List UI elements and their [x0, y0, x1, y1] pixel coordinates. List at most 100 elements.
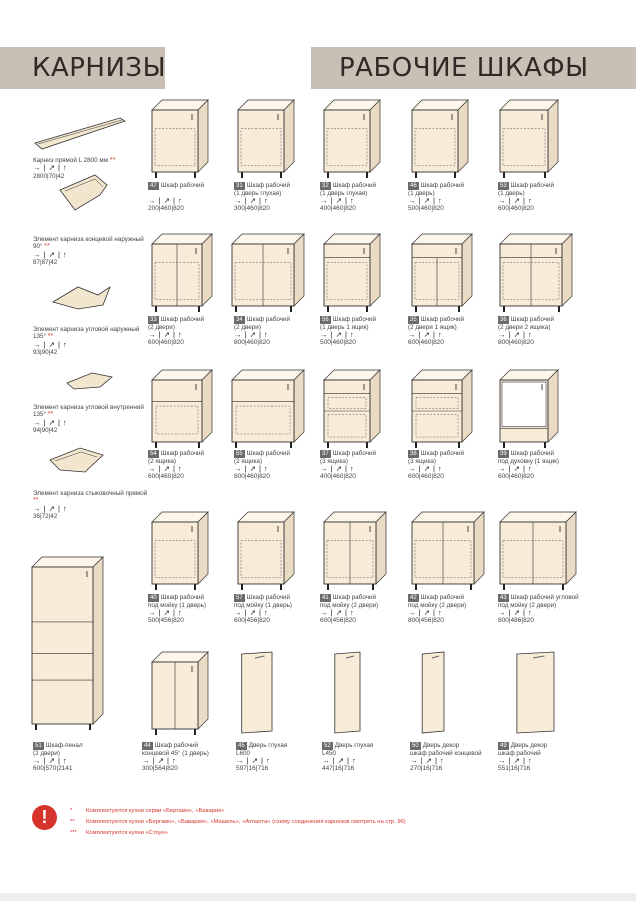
cabinet-dimensions: 800|486|820 — [498, 617, 534, 625]
cornice-caption-0: Карниз прямой L 2800 мм ** → | ↗ | ↑2800… — [33, 157, 116, 180]
cornice-outer-135-image — [51, 285, 111, 310]
footnote-2: ***Комплектуются кухни «Стоун» — [70, 830, 168, 836]
cabinet-subtitle: (2 двери) — [33, 750, 60, 757]
dimension-arrows: → | ↗ | ↑ — [498, 330, 533, 340]
cabinet-subtitle: (1 дверь) — [408, 190, 435, 197]
cabinet-subtitle: под мойку (1 дверь) — [234, 602, 292, 609]
cabinet-image — [410, 232, 474, 312]
cabinet-image — [322, 98, 382, 178]
cabinet-subtitle: под духовку (1 ящик) — [498, 458, 559, 465]
footnote-1: **Комплектуются кухни «Бергамо», «Бавари… — [70, 819, 406, 825]
dimension-arrows: → | ↗ | ↑ — [320, 196, 355, 206]
dimension-arrows: → | ↗ | ↑ — [498, 756, 533, 766]
cabinet-image — [236, 650, 274, 735]
cabinet-image — [230, 232, 306, 312]
cornice-end-outer-image — [59, 174, 108, 211]
cabinet-image — [410, 510, 486, 590]
cabinet-image — [230, 368, 306, 448]
cabinet-subtitle: (3 ящика) — [408, 458, 436, 465]
cabinet-number: 44 — [142, 742, 153, 750]
cabinet-number: 36 — [498, 316, 509, 324]
cabinet-subtitle: концевой 45° (1 дверь) — [142, 750, 209, 757]
cabinet-dimensions: 600|570|2141 — [33, 765, 73, 773]
cabinet-dimensions: 597|16|716 — [236, 765, 269, 773]
cabinet-dimensions: 600|460|820 — [498, 205, 534, 213]
cabinet-subtitle: (1 дверь глухая) — [234, 190, 282, 197]
cabinet-dimensions: 551|16|716 — [498, 765, 531, 773]
cabinet-subtitle: (2 ящика) — [148, 458, 176, 465]
cabinet-name: Дверь глухая — [334, 742, 374, 749]
cabinet-subtitle: (1 дверь глухая) — [320, 190, 368, 197]
cabinet-subtitle: (2 двери 1 ящик) — [408, 324, 457, 331]
cabinet-subtitle: под мойку (2 двери) — [408, 602, 467, 609]
cabinet-name: Шкаф рабочий — [420, 182, 465, 189]
cabinet-subtitle: шкаф рабочий — [498, 750, 541, 757]
cabinet-dimensions: 600|460|820 — [148, 473, 184, 481]
footnote-0: *Комплектуются кухни серии «Бергамо», «Б… — [70, 808, 225, 814]
cabinet-name: Шкаф рабочий — [160, 316, 205, 323]
cabinet-subtitle: (2 двери) — [234, 324, 261, 331]
cabinet-number: 54 — [148, 450, 159, 458]
dimension-arrows: → | ↗ | ↑ — [148, 464, 183, 474]
cabinet-name: Шкаф рабочий — [160, 450, 205, 457]
cabinet-number: 43 — [498, 594, 509, 602]
dimension-arrows: → | ↗ | ↑ — [408, 608, 443, 618]
dimension-arrows: → | ↗ | ↑ — [498, 608, 533, 618]
cabinet-dimensions: 600|456|820 — [320, 617, 356, 625]
cornices-header: КАРНИЗЫ — [0, 47, 166, 89]
dimension-arrows: → | ↗ | ↑ — [320, 608, 355, 618]
dimension-arrows: → | ↗ | ↑ — [320, 464, 355, 474]
cabinet-name: Шкаф рабочий — [420, 316, 465, 323]
cabinet-number: 53 — [498, 182, 509, 190]
cabinet-subtitle: под мойку (2 двери) — [320, 602, 379, 609]
cabinet-number: 55 — [234, 450, 245, 458]
cabinet-image — [510, 650, 556, 735]
cabinet-number: 52 — [322, 742, 333, 750]
cabinet-subtitle: (2 двери 2 ящика) — [498, 324, 551, 331]
cabinet-subtitle: под мойку (2 двери) — [498, 602, 557, 609]
cabinet-image — [410, 368, 474, 448]
dimension-arrows: → | ↗ | ↑ — [410, 756, 445, 766]
cornice-caption-3: Элемент карниза угловой внутренний 135° … — [33, 404, 144, 435]
cabinet-subtitle: L450 — [322, 750, 337, 757]
cabinet-image — [150, 98, 210, 178]
cabinet-image — [498, 98, 560, 178]
cabinet-dimensions: 600|460|820 — [408, 339, 444, 347]
cabinet-number: 34 — [234, 316, 245, 324]
dimension-arrows: → | ↗ | ↑ — [142, 756, 177, 766]
dimension-arrows: → | ↗ | ↑ — [322, 756, 357, 766]
cabinet-image — [236, 510, 296, 590]
cabinet-dimensions: 300|564|820 — [142, 765, 178, 773]
cabinet-subtitle: (3 ящика) — [320, 458, 348, 465]
cabinet-subtitle: (1 дверь 1 ящик) — [320, 324, 369, 331]
cabinet-dimensions: 300|460|820 — [234, 205, 270, 213]
dimension-arrows: → | ↗ | ↑ — [234, 608, 269, 618]
cabinet-name: Шкаф рабочий — [246, 182, 291, 189]
dimension-arrows: → | ↗ | ↑ — [148, 608, 183, 618]
cabinet-dimensions: 600|456|820 — [234, 617, 270, 625]
dimension-arrows: → | ↗ | ↑ — [234, 330, 269, 340]
cabinet-subtitle: шкаф рабочий концевой — [410, 750, 482, 757]
dimension-arrows: → | ↗ | ↑ — [148, 330, 183, 340]
cabinet-image — [322, 510, 388, 590]
cabinet-name: Шкаф рабочий — [510, 316, 555, 323]
dimension-arrows: → | ↗ | ↑ — [234, 196, 269, 206]
cabinet-dimensions: 600|460|820 — [408, 473, 444, 481]
cabinet-name: Шкаф рабочий угловой — [510, 594, 579, 601]
cabinet-dimensions: 800|456|820 — [408, 617, 444, 625]
cabinet-image — [30, 555, 105, 730]
cabinet-name: Шкаф рабочий — [246, 594, 291, 601]
